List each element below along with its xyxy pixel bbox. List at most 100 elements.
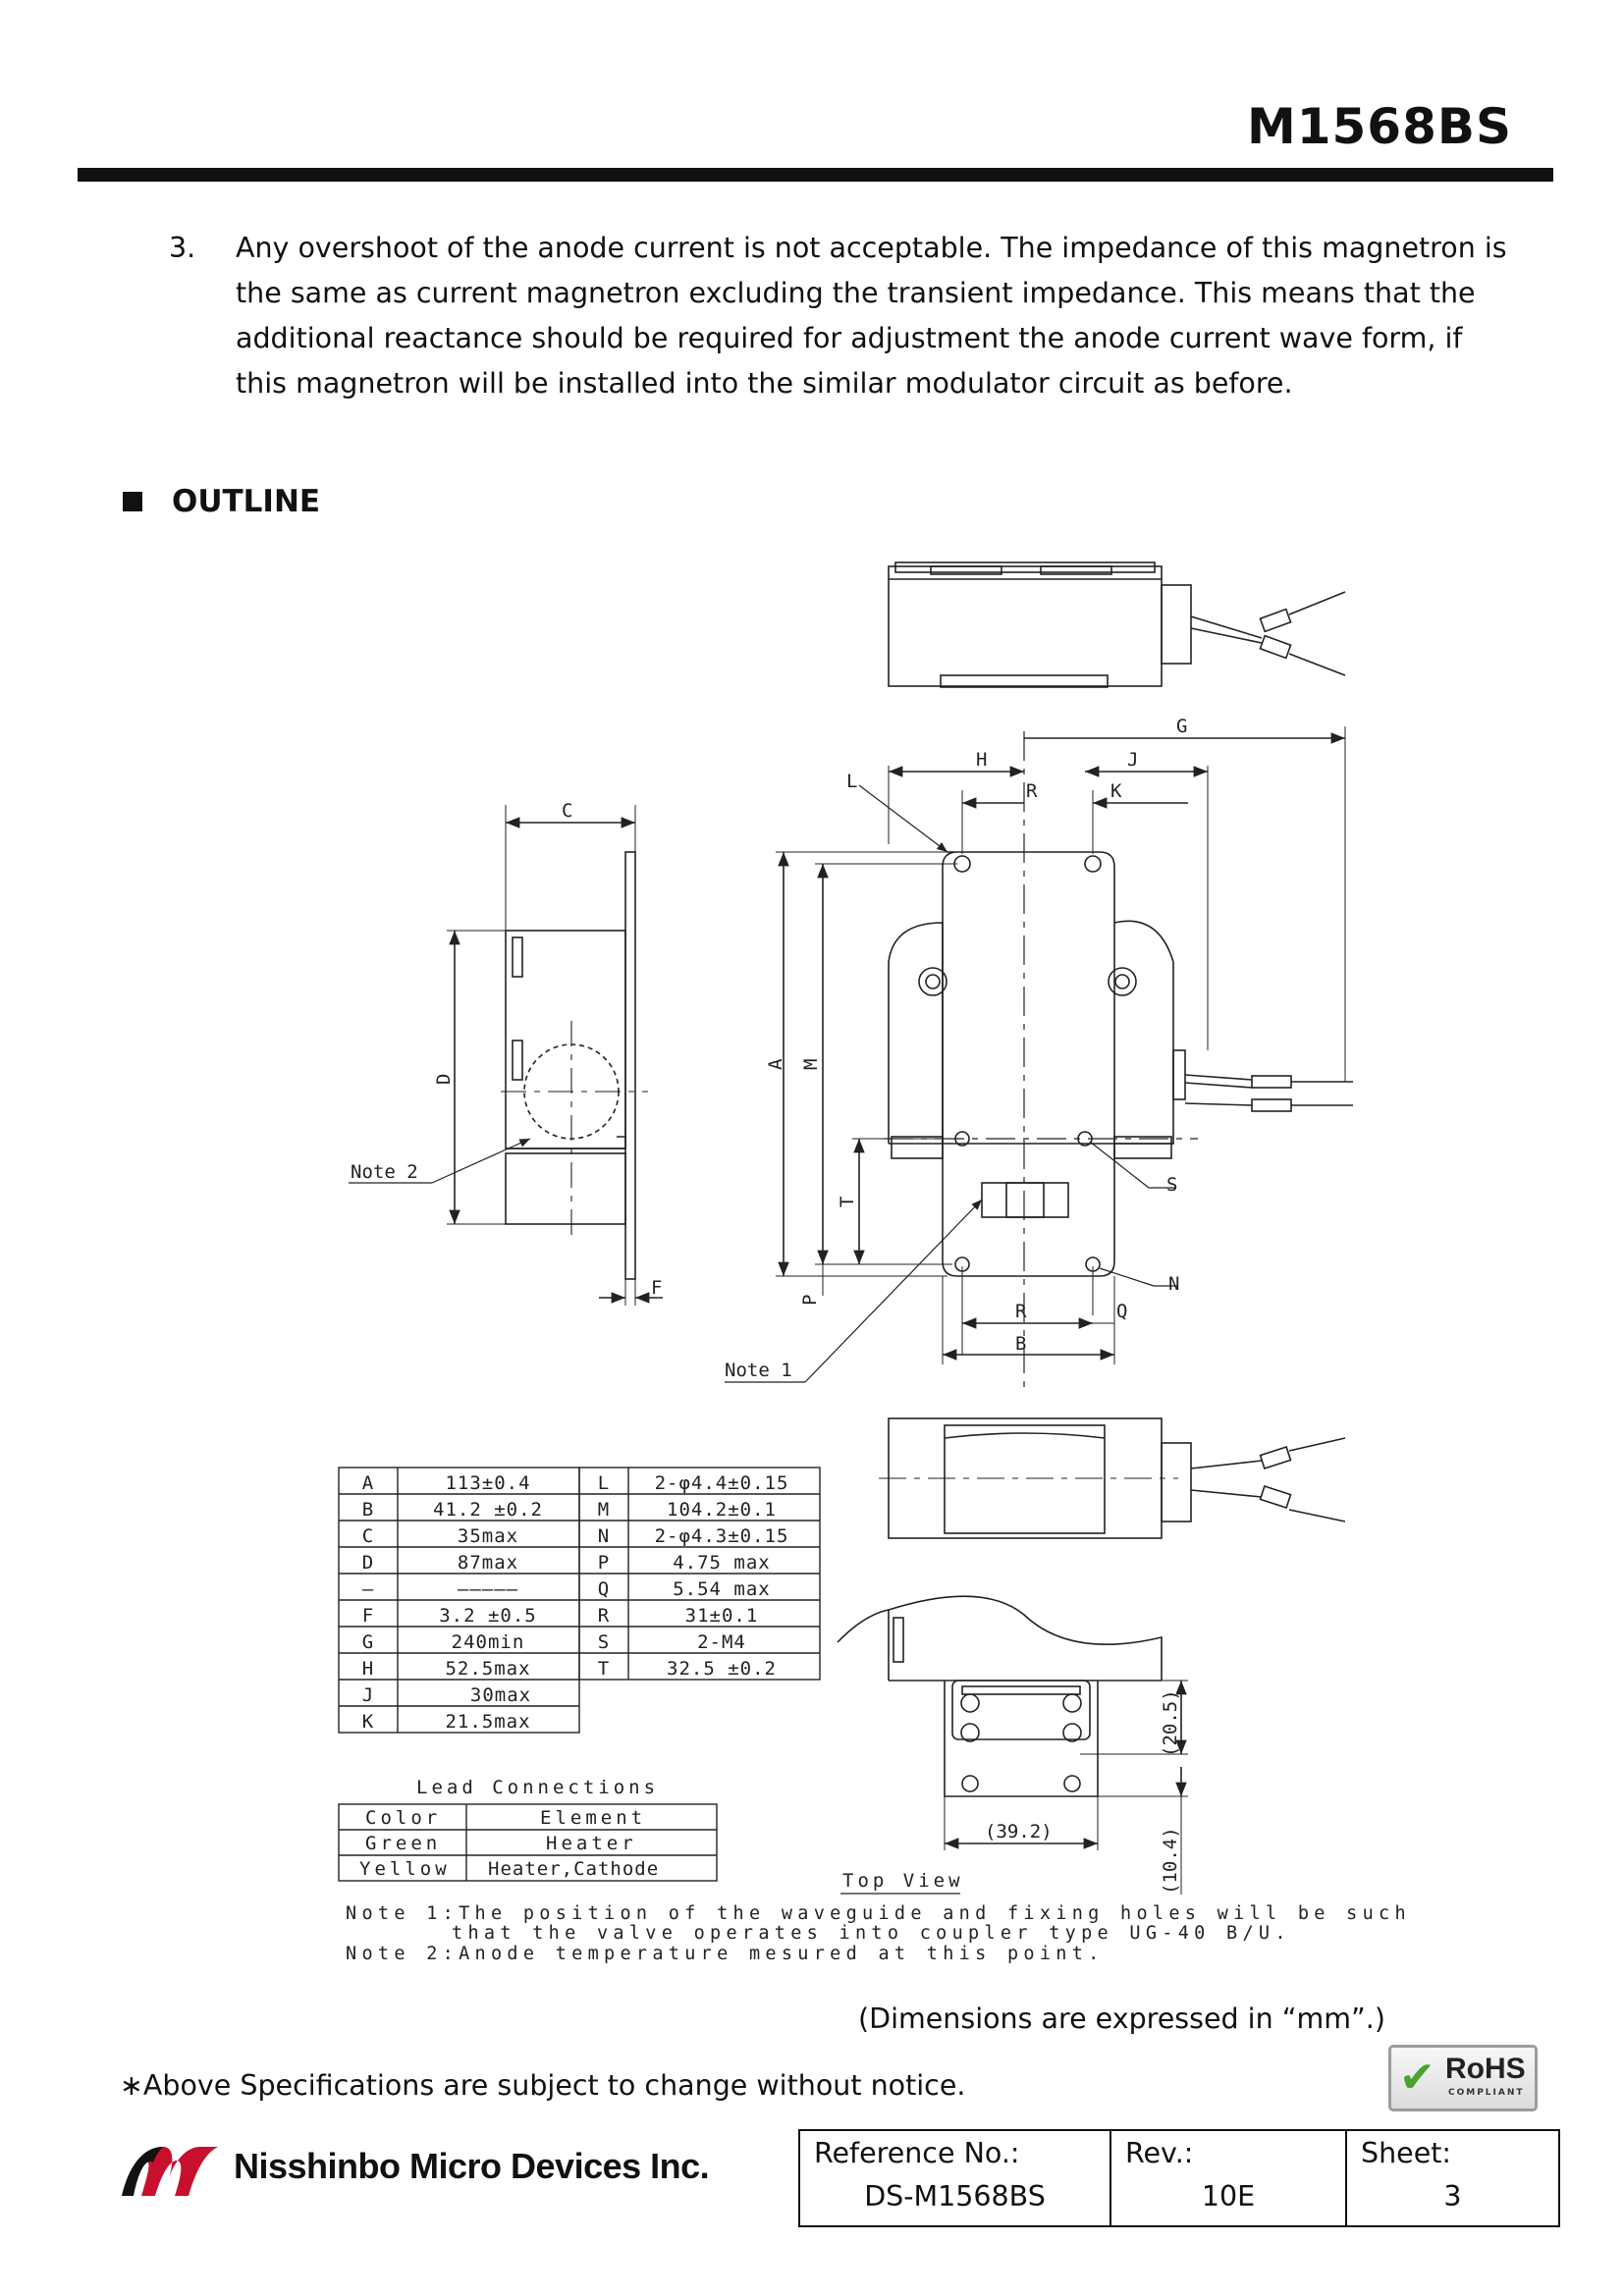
dim-label-g: G bbox=[1176, 716, 1187, 737]
dim-value: 41.2 ±0.2 bbox=[433, 1499, 543, 1521]
dim-key: J bbox=[362, 1684, 374, 1706]
bullet-square-icon bbox=[123, 492, 142, 511]
dim-value: ――――― bbox=[458, 1578, 518, 1600]
dim-value: 32.5 ±0.2 bbox=[667, 1658, 777, 1680]
front-view bbox=[725, 726, 1353, 1394]
lead-connections-table bbox=[338, 1803, 718, 1882]
dim-value: 87max bbox=[458, 1552, 518, 1574]
lead-connections-title: Lead Connections bbox=[416, 1777, 659, 1798]
dim-label-10-4: (10.4) bbox=[1160, 1827, 1181, 1895]
dim-label-b: B bbox=[1015, 1333, 1026, 1355]
rohs-badge: ✔ RoHS COMPLIANT bbox=[1388, 2045, 1538, 2111]
dim-value: 21.5max bbox=[445, 1711, 530, 1733]
dim-key: G bbox=[362, 1631, 374, 1653]
dim-value: 2-M4 bbox=[697, 1631, 746, 1653]
dim-key: H bbox=[362, 1658, 374, 1680]
lead-color: Green bbox=[365, 1833, 441, 1854]
flange-view bbox=[837, 1595, 1188, 1895]
dim-key: C bbox=[362, 1525, 374, 1547]
side-view bbox=[349, 805, 663, 1306]
dim-label-k: K bbox=[1110, 780, 1122, 802]
dim-key: P bbox=[598, 1552, 610, 1574]
reference-table: Reference No.: DS-M1568BS Rev.: 10E Shee… bbox=[798, 2129, 1560, 2227]
dim-key: F bbox=[362, 1605, 374, 1627]
outline-heading: OUTLINE bbox=[123, 484, 320, 519]
dim-label-f: F bbox=[651, 1277, 662, 1299]
lead-element: Heater,Cathode bbox=[488, 1858, 659, 1880]
company-logo-icon bbox=[122, 2147, 218, 2196]
dim-label-n: N bbox=[1168, 1273, 1179, 1295]
dim-key: A bbox=[362, 1472, 374, 1494]
rohs-title: RoHS bbox=[1445, 2053, 1526, 2085]
dim-label-r-bottom: R bbox=[1015, 1301, 1027, 1322]
dim-label-m: M bbox=[800, 1059, 822, 1070]
dim-label-l: L bbox=[846, 771, 857, 792]
part-number: M1568BS bbox=[1246, 98, 1512, 155]
lead-element: Heater bbox=[546, 1833, 637, 1854]
header-rule bbox=[78, 168, 1553, 182]
dim-value: 4.75 max bbox=[673, 1552, 771, 1574]
dim-label-s: S bbox=[1166, 1174, 1177, 1196]
rohs-subtitle: COMPLIANT bbox=[1448, 2088, 1525, 2098]
dim-value: 3.2 ±0.5 bbox=[439, 1605, 537, 1627]
dim-label-d: D bbox=[433, 1074, 455, 1085]
dim-key: T bbox=[598, 1658, 610, 1680]
dim-value: 2-φ4.4±0.15 bbox=[655, 1472, 789, 1494]
note1-label: Note 1 bbox=[725, 1360, 792, 1381]
sheet-label: Sheet: bbox=[1361, 2137, 1451, 2169]
revision-value: 10E bbox=[1201, 2180, 1256, 2213]
dim-key: D bbox=[362, 1552, 374, 1574]
dim-key: — bbox=[362, 1578, 374, 1600]
outline-heading-text: OUTLINE bbox=[172, 484, 321, 519]
dim-key: S bbox=[598, 1631, 610, 1653]
lower-top-view bbox=[879, 1417, 1346, 1539]
dim-label-20-5: (20.5) bbox=[1160, 1689, 1181, 1757]
sheet-value: 3 bbox=[1443, 2180, 1462, 2213]
revision-cell: Rev.: 10E bbox=[1110, 2129, 1347, 2227]
spec-change-note: ∗Above Specifications are subject to cha… bbox=[120, 2069, 966, 2102]
dim-label-a: A bbox=[765, 1058, 786, 1070]
revision-label: Rev.: bbox=[1125, 2137, 1194, 2169]
lead-header-color: Color bbox=[365, 1807, 441, 1829]
dim-label-r-top: R bbox=[1026, 780, 1038, 802]
dim-label-c: C bbox=[562, 800, 572, 822]
dim-label-39-2: (39.2) bbox=[985, 1821, 1053, 1842]
dim-key: L bbox=[598, 1472, 610, 1494]
note-1-line-1: Note 1:The position of the waveguide and… bbox=[346, 1903, 1411, 1924]
dim-value: 31±0.1 bbox=[685, 1605, 759, 1627]
lead-color: Yellow bbox=[359, 1858, 451, 1880]
dimensions-table bbox=[338, 1467, 821, 1734]
note2-label: Note 2 bbox=[351, 1161, 418, 1183]
dim-key: N bbox=[598, 1525, 610, 1547]
dimensions-unit-note: (Dimensions are expressed in “mm”.) bbox=[858, 2002, 1385, 2035]
dim-label-p: P bbox=[799, 1295, 821, 1306]
reference-label: Reference No.: bbox=[814, 2137, 1020, 2169]
dim-value: 2-φ4.3±0.15 bbox=[655, 1525, 789, 1547]
dim-key: R bbox=[598, 1605, 610, 1627]
dim-value: 5.54 max bbox=[673, 1578, 771, 1600]
dim-label-h: H bbox=[976, 749, 987, 771]
checkmark-icon: ✔ bbox=[1399, 2053, 1435, 2103]
sheet-cell: Sheet: 3 bbox=[1345, 2129, 1560, 2227]
reference-cell: Reference No.: DS-M1568BS bbox=[798, 2129, 1111, 2227]
dim-label-j: J bbox=[1127, 749, 1138, 771]
dim-key: Q bbox=[598, 1578, 610, 1600]
dim-label-t: T bbox=[837, 1197, 858, 1207]
note-1-line-2: that the valve operates into coupler typ… bbox=[452, 1923, 1291, 1944]
note-3-text: Any overshoot of the anode current is no… bbox=[236, 232, 1507, 400]
reference-value: DS-M1568BS bbox=[864, 2180, 1046, 2213]
dim-key: K bbox=[362, 1711, 374, 1733]
dim-value: 104.2±0.1 bbox=[667, 1499, 777, 1521]
company-name: Nisshinbo Micro Devices Inc. bbox=[234, 2146, 710, 2186]
dim-key: B bbox=[362, 1499, 374, 1521]
note-2-text: Note 2:Anode temperature mesured at this… bbox=[346, 1944, 1105, 1964]
note-3-number: 3. bbox=[169, 232, 196, 264]
dim-value: 113±0.4 bbox=[445, 1472, 530, 1494]
dim-value: 240min bbox=[452, 1631, 525, 1653]
dim-value: 30max bbox=[470, 1684, 531, 1706]
dim-key: M bbox=[598, 1499, 610, 1521]
dim-value: 52.5max bbox=[445, 1658, 530, 1680]
dim-value: 35max bbox=[458, 1525, 518, 1547]
dim-label-q: Q bbox=[1116, 1301, 1127, 1322]
